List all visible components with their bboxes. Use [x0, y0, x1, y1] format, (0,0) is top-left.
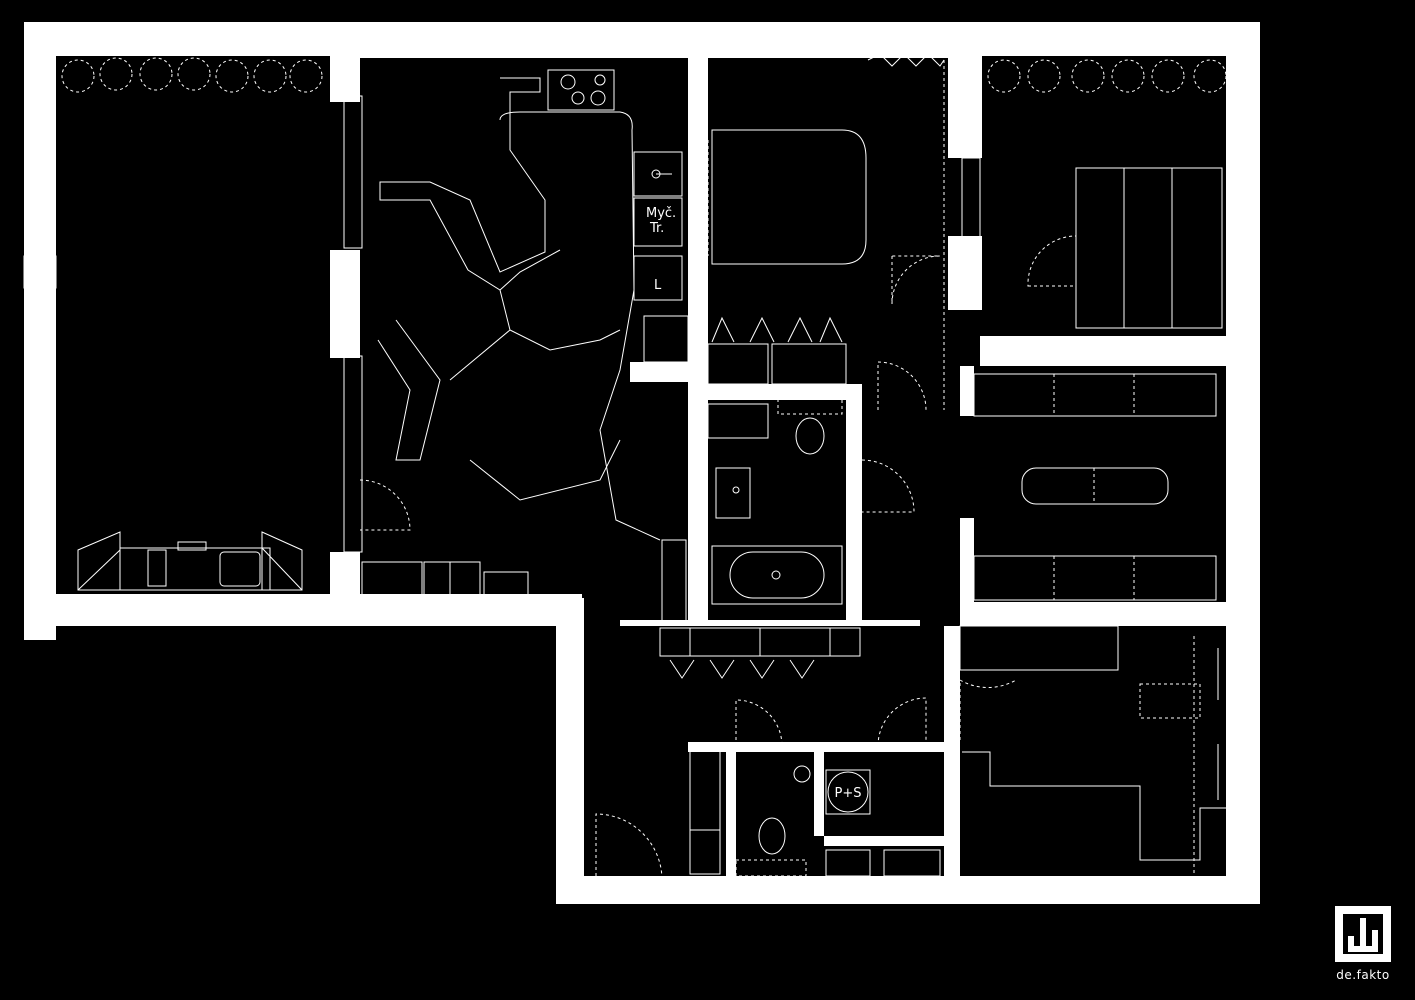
- kitchen-counters: [361, 69, 689, 603]
- kitchen-labels: Myč. Tr. L: [646, 206, 676, 293]
- washer-dryer-label: P+S: [835, 786, 862, 801]
- defakto-logo-icon: [1335, 906, 1391, 962]
- door-swings: [359, 255, 1017, 882]
- hall-storage: [659, 539, 861, 875]
- windows: [23, 35, 1259, 809]
- planters-left: [61, 57, 323, 93]
- lower-right-room-furniture: [959, 625, 1228, 876]
- bathroom-fixtures: [707, 397, 843, 605]
- brand-name: de.fakto: [1336, 968, 1390, 982]
- wc-laundry: [735, 765, 941, 877]
- dishwasher-label: Myč.: [646, 206, 676, 221]
- planters-right: [987, 59, 1227, 93]
- brand-logo: de.fakto: [1333, 906, 1393, 982]
- living-furniture: [973, 373, 1217, 601]
- terrace-furniture: [77, 531, 303, 591]
- bedroom-furniture: [707, 53, 945, 410]
- dryer-label: Tr.: [649, 221, 664, 236]
- appliance-label: L: [654, 278, 662, 293]
- top-right-room-furniture: [1027, 167, 1223, 329]
- walls: [24, 22, 1260, 904]
